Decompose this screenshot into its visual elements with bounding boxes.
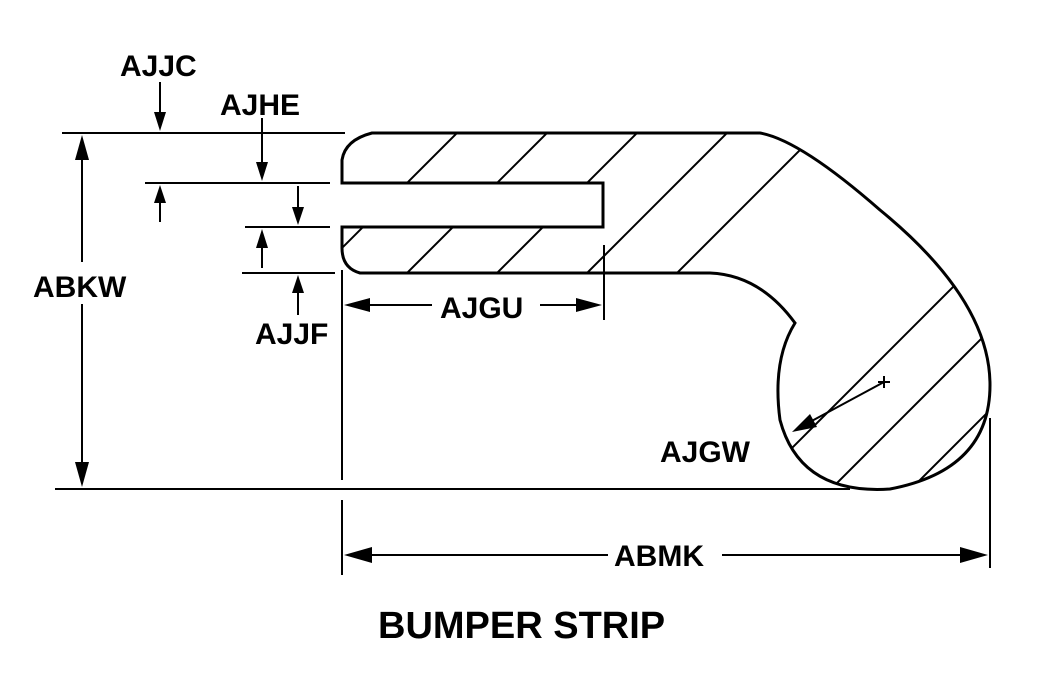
label-ajjc: AJJC xyxy=(120,50,197,83)
dimension-ajjf: AJJF xyxy=(255,186,328,351)
dimension-ajgw: AJGW xyxy=(660,376,890,469)
label-ajgw: AJGW xyxy=(660,436,751,469)
dimension-abmk: ABMK xyxy=(344,540,988,573)
bumper-strip-profile xyxy=(340,131,992,491)
section-hatching xyxy=(342,133,990,490)
drawing-title: BUMPER STRIP xyxy=(378,605,665,647)
dimension-ajgu: AJGU xyxy=(344,292,602,325)
label-abmk: ABMK xyxy=(614,540,704,573)
label-ajjf: AJJF xyxy=(255,318,328,351)
label-ajgu: AJGU xyxy=(440,292,523,325)
label-ajhe: AJHE xyxy=(220,89,300,122)
dimension-abkw: ABKW xyxy=(33,135,127,487)
dimension-ajhe: AJHE xyxy=(220,89,300,268)
dimension-ajjc: AJJC xyxy=(120,50,197,222)
extension-lines xyxy=(55,132,991,575)
label-abkw: ABKW xyxy=(33,271,127,304)
